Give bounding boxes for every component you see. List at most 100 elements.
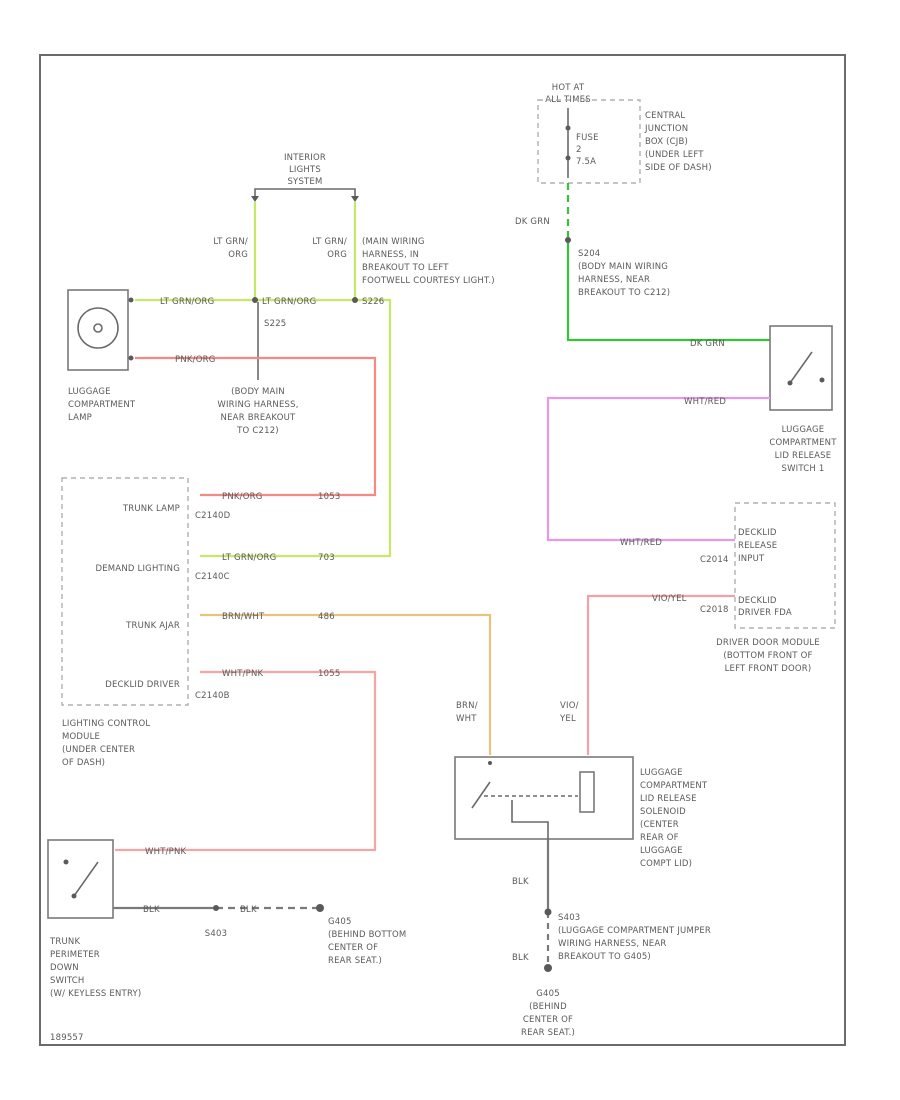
trunk-ajar-pin: TRUNK AJAR: [125, 621, 180, 631]
svg-text:LUGGAGE: LUGGAGE: [782, 425, 825, 435]
s225-splice: [252, 297, 258, 303]
lt-grn-org-label-2: LT GRN/ ORG: [312, 237, 347, 260]
solenoid-ground-path: [511, 800, 549, 840]
svg-text:NEAR BREAKOUT: NEAR BREAKOUT: [221, 413, 296, 423]
svg-text:(BODY MAIN WIRING: (BODY MAIN WIRING: [578, 262, 668, 272]
decklid-release-input-label: DECKLID RELEASE INPUT: [738, 528, 777, 564]
svg-text:OF DASH): OF DASH): [62, 758, 105, 768]
circuit-1053-label: 1053: [318, 492, 340, 502]
svg-text:COMPARTMENT: COMPARTMENT: [68, 400, 136, 410]
lighting-control-module-label: LIGHTING CONTROL MODULE (UNDER CENTER OF…: [62, 719, 150, 768]
svg-text:DOWN: DOWN: [50, 963, 79, 973]
svg-text:LIGHTING CONTROL: LIGHTING CONTROL: [62, 719, 150, 729]
perimeter-switch-label: TRUNK PERIMETER DOWN SWITCH (W/ KEYLESS …: [49, 937, 141, 999]
lid-release-switch-label: LUGGAGE COMPARTMENT LID RELEASE SWITCH 1: [769, 425, 837, 474]
solenoid-coil: [579, 771, 595, 813]
interior-lights-bracket: [254, 188, 356, 196]
c2140c-label: C2140C: [195, 572, 230, 582]
svg-text:HARNESS, NEAR: HARNESS, NEAR: [578, 275, 650, 285]
driver-door-module-label: DRIVER DOOR MODULE (BOTTOM FRONT OF LEFT…: [716, 638, 820, 674]
dk-grn-wire: [566, 238, 770, 342]
svg-text:ORG: ORG: [327, 250, 347, 260]
pnk-org-lamp-label: PNK/ORG: [175, 355, 216, 365]
luggage-lamp-box: [67, 289, 129, 371]
lt-grn-org-lamp-label-2: LT GRN/ORG: [262, 297, 316, 307]
wht-pnk-wire: [115, 670, 377, 852]
svg-text:(CENTER: (CENTER: [640, 820, 679, 830]
lt-grn-org-lcm-label: LT GRN/ORG: [222, 553, 276, 563]
svg-text:VIO/: VIO/: [560, 701, 579, 711]
svg-text:DECKLID: DECKLID: [738, 528, 777, 538]
c2018-label: C2018: [700, 605, 729, 615]
solenoid-label: LUGGAGE COMPARTMENT LID RELEASE SOLENOID…: [640, 768, 708, 869]
blk-label-2: BLK: [512, 953, 529, 963]
fuse-label: FUSE 2 7.5A: [576, 133, 598, 167]
interior-lights-arrow-right: [351, 196, 359, 202]
svg-text:SWITCH: SWITCH: [50, 976, 85, 986]
g405-left-label: G405 (BEHIND BOTTOM CENTER OF REAR SEAT.…: [328, 917, 406, 966]
s226-splice: [352, 297, 358, 303]
blk-label-4: BLK: [240, 905, 257, 915]
svg-text:(BEHIND BOTTOM: (BEHIND BOTTOM: [328, 930, 406, 940]
svg-text:COMPARTMENT: COMPARTMENT: [640, 781, 708, 791]
svg-text:LEFT FRONT DOOR): LEFT FRONT DOOR): [725, 664, 812, 674]
vio-yel-solenoid-label: VIO/ YEL: [559, 701, 579, 724]
fuse-terminal-top: [565, 125, 571, 131]
switch-terminal: [819, 377, 825, 383]
svg-text:S204: S204: [578, 249, 600, 259]
luggage-lamp-bulb: [77, 307, 119, 349]
s403-left-splice: [213, 905, 219, 911]
pnk-org-lcm-label: PNK/ORG: [222, 492, 263, 502]
s204-label: S204 (BODY MAIN WIRING HARNESS, NEAR BRE…: [578, 249, 670, 298]
svg-text:ORG: ORG: [228, 250, 248, 260]
perimeter-switch-contact: [73, 861, 99, 897]
decklid-driver-fda-label: DECKLID DRIVER FDA: [738, 596, 792, 618]
svg-text:LUGGAGE: LUGGAGE: [68, 387, 111, 397]
dk-grn-switch-label: DK GRN: [690, 339, 725, 349]
wht-red-switch-label: WHT/RED: [684, 397, 726, 407]
g405-bottom-label: G405 (BEHIND CENTER OF REAR SEAT.): [521, 989, 575, 1038]
pnk-org-wire: [135, 356, 377, 497]
s403-splice: [544, 908, 552, 916]
svg-text:REAR SEAT.): REAR SEAT.): [328, 956, 382, 966]
svg-text:(LUGGAGE COMPARTMENT JUMPER: (LUGGAGE COMPARTMENT JUMPER: [558, 926, 711, 936]
svg-text:LUGGAGE: LUGGAGE: [640, 768, 683, 778]
svg-text:WIRING HARNESS, NEAR: WIRING HARNESS, NEAR: [558, 939, 666, 949]
c2014-label: C2014: [700, 555, 729, 565]
svg-text:COMPARTMENT: COMPARTMENT: [769, 438, 837, 448]
c2140b-label: C2140B: [195, 691, 230, 701]
svg-text:PERIMETER: PERIMETER: [50, 950, 100, 960]
blk-label-1: BLK: [512, 877, 529, 887]
svg-text:(BODY MAIN: (BODY MAIN: [231, 387, 285, 397]
svg-text:LIGHTS: LIGHTS: [289, 165, 321, 175]
wht-pnk-switch-label: WHT/PNK: [145, 847, 187, 857]
svg-text:REAR OF: REAR OF: [640, 833, 679, 843]
circuit-1055-label: 1055: [318, 669, 340, 679]
lt-grn-org-lamp-label-1: LT GRN/ORG: [160, 297, 214, 307]
svg-text:HARNESS, IN: HARNESS, IN: [362, 250, 419, 260]
svg-text:DRIVER DOOR MODULE: DRIVER DOOR MODULE: [716, 638, 820, 648]
lighting-control-module-outline: [61, 477, 189, 706]
g405-ground-left: [316, 904, 324, 912]
svg-text:(BEHIND: (BEHIND: [529, 1002, 567, 1012]
switch-pivot: [787, 380, 793, 386]
solenoid-switch: [471, 781, 491, 809]
svg-text:DRIVER FDA: DRIVER FDA: [738, 608, 792, 618]
lamp-terminal-bottom: [128, 355, 134, 361]
svg-text:(MAIN WIRING: (MAIN WIRING: [362, 237, 425, 247]
svg-text:G405: G405: [328, 917, 352, 927]
wht-red-ddm-label: WHT/RED: [620, 538, 662, 548]
interior-lights-arrow-left: [251, 196, 259, 202]
svg-text:CENTER OF: CENTER OF: [523, 1015, 573, 1025]
wht-pnk-lcm-label: WHT/PNK: [222, 669, 264, 679]
svg-text:(W/ KEYLESS ENTRY): (W/ KEYLESS ENTRY): [50, 989, 141, 999]
svg-text:LUGGAGE: LUGGAGE: [640, 846, 683, 856]
g405-ground-bottom: [544, 964, 552, 972]
svg-text:G405: G405: [536, 989, 560, 999]
svg-text:SIDE OF DASH): SIDE OF DASH): [645, 163, 712, 173]
circuit-486-label: 486: [318, 612, 335, 622]
svg-text:JUNCTION: JUNCTION: [644, 124, 688, 134]
lid-release-switch-box: [769, 325, 833, 411]
svg-text:LID RELEASE: LID RELEASE: [775, 451, 832, 461]
wht-red-wire: [546, 396, 770, 542]
